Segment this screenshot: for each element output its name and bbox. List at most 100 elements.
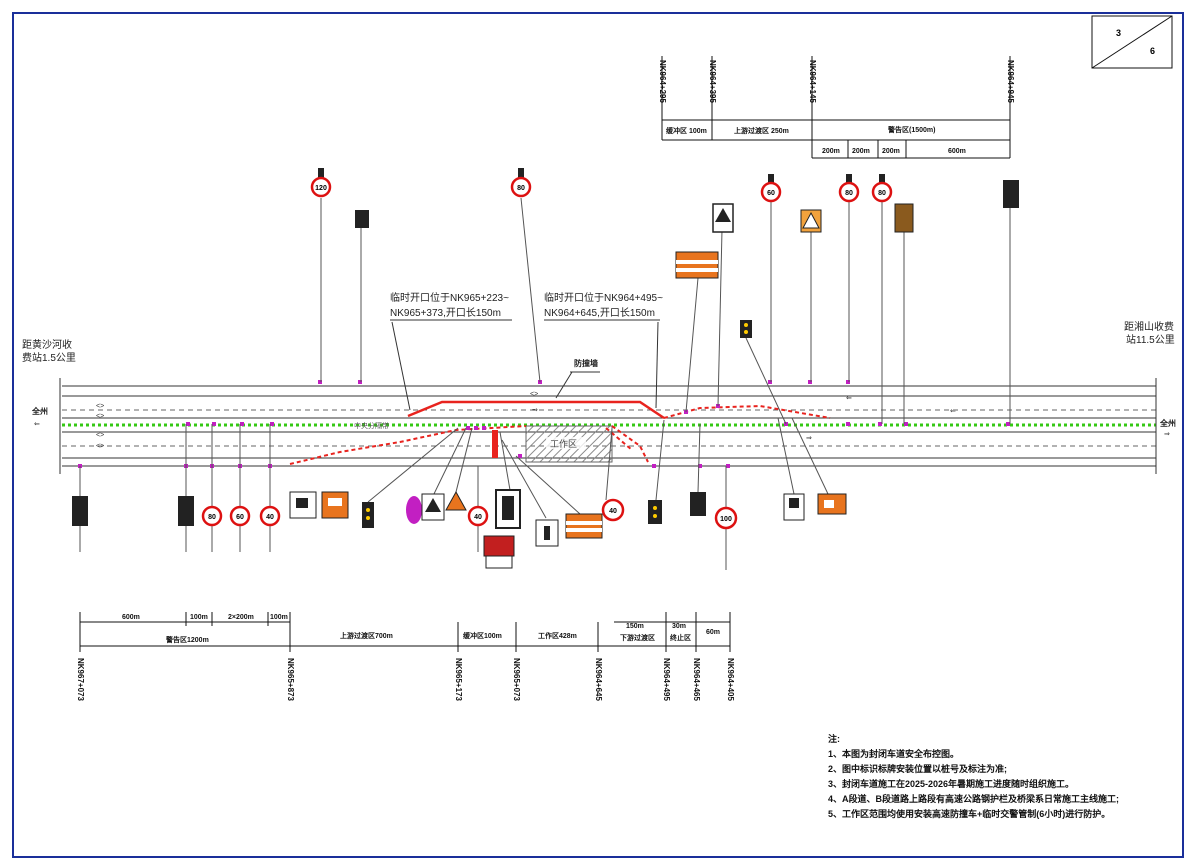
median-label: 中央分隔带 xyxy=(354,421,389,430)
speed-limit-sign: 40 xyxy=(259,505,281,527)
note-item: 1、本图为封闭车道安全布控图。 xyxy=(828,749,960,759)
speed-limit-sign: 100 xyxy=(714,506,738,530)
svg-text:⇒: ⇒ xyxy=(806,435,812,442)
svg-text:⇐: ⇐ xyxy=(846,395,852,402)
bottom-stake: NK965+173 xyxy=(454,658,463,701)
traffic-light-icon xyxy=(648,500,662,524)
drawing-frame xyxy=(12,12,1184,858)
lane-reduction-sign-icon xyxy=(894,203,914,233)
bottom-stakes: NK967+073 NK965+873 NK965+173 NK965+073 … xyxy=(76,658,735,701)
traffic-light-icon xyxy=(362,502,374,528)
top-stake: NK964+145 xyxy=(808,60,817,103)
svg-text:<>: <> xyxy=(96,432,104,439)
svg-text:⇐: ⇐ xyxy=(34,421,40,428)
top-sub-distance: 200m xyxy=(882,148,900,155)
traffic-sign-icon xyxy=(690,492,706,516)
left-toll-line-1: 距黄沙河收 xyxy=(22,338,72,351)
speed-limit-sign: 120 xyxy=(310,168,332,198)
top-stake: NK964+395 xyxy=(708,60,717,103)
svg-text:80: 80 xyxy=(878,190,886,197)
svg-text:⇐: ⇐ xyxy=(950,408,956,415)
traffic-sign-icon xyxy=(178,496,194,526)
sheet-number-box: 3 6 xyxy=(1091,15,1173,69)
speed-limit-sign: 80 xyxy=(838,174,860,203)
svg-text:80: 80 xyxy=(845,190,853,197)
speed-limit-sign: 40 xyxy=(601,498,625,522)
left-toll-line-2: 费站1.5公里 xyxy=(22,351,76,364)
cone-taper xyxy=(289,400,831,465)
top-zones: 缓冲区 100m 上游过渡区 250m 警告区(1500m) 200m 200m… xyxy=(665,125,966,155)
svg-text:80: 80 xyxy=(517,185,525,192)
svg-text:⇒: ⇒ xyxy=(532,407,538,414)
roadwork-sign-icon xyxy=(445,490,467,511)
bottom-distance: 100m xyxy=(270,614,288,621)
top-sub-distance: 600m xyxy=(948,148,966,155)
bottom-stake: NK964+465 xyxy=(692,658,701,701)
speed-limit-sign: 60 xyxy=(760,174,782,203)
speed-limit-sign: 60 xyxy=(229,505,251,527)
traffic-sign-icon xyxy=(1003,180,1019,208)
notes-title: 注: xyxy=(828,734,840,744)
bottom-zone: 上游过渡区700m xyxy=(340,631,393,640)
work-zone: 工作区 xyxy=(492,425,613,463)
bottom-distance: 100m xyxy=(190,614,208,621)
bottom-distance: 60m xyxy=(706,629,720,636)
note-item: 4、A段道、B段道路上路段有高速公路钢护栏及桥梁系日常施工主线施工; xyxy=(828,794,1120,804)
bottom-scale xyxy=(79,612,731,652)
top-scale xyxy=(661,56,1011,159)
bottom-stake: NK964+405 xyxy=(726,658,735,701)
svg-text:40: 40 xyxy=(609,508,617,515)
bottom-zones: 警告区1200m 上游过渡区700m 缓冲区100m 工作区428m 下游过渡区… xyxy=(166,631,691,644)
bottom-distance: 2×200m xyxy=(228,614,254,621)
top-sub-distance: 200m xyxy=(822,148,840,155)
arrow-board-icon xyxy=(483,535,515,557)
traffic-sign-icon xyxy=(355,210,369,228)
annotations: 临时开口位于NK965+223~ NK965+373,开口长150m 临时开口位… xyxy=(22,291,1176,430)
svg-text:⇒: ⇒ xyxy=(1164,431,1170,438)
barrier-icon xyxy=(675,251,719,279)
right-toll-line-1: 距湘山收费 xyxy=(1124,320,1174,333)
svg-text:60: 60 xyxy=(767,190,775,197)
bottom-stake: NK964+495 xyxy=(662,658,671,701)
bottom-zone: 缓冲区100m xyxy=(462,631,502,640)
svg-text:<>: <> xyxy=(530,391,538,398)
svg-text:<>: <> xyxy=(96,443,104,450)
top-stake: NK964+945 xyxy=(1006,60,1015,103)
top-zone: 缓冲区 100m xyxy=(665,126,707,135)
top-stakes: NK964+295 NK964+395 NK964+145 NK964+945 xyxy=(658,60,1015,103)
bottom-zone: 工作区428m xyxy=(538,631,577,640)
work-zone-label: 工作区 xyxy=(550,438,577,449)
bottom-zone: 下游过渡区 xyxy=(620,633,655,642)
barrier-label: 防撞墙 xyxy=(574,358,598,368)
sign-poles-bottom xyxy=(79,417,829,570)
opening-2-line-1: 临时开口位于NK964+495~ xyxy=(544,291,663,304)
bottom-distance: 600m xyxy=(122,614,140,621)
opening-1-line-1: 临时开口位于NK965+223~ xyxy=(390,291,509,304)
barrier-icon xyxy=(565,513,603,539)
opening-1-line-2: NK965+373,开口长150m xyxy=(390,307,501,319)
bottom-distances: 600m 100m 2×200m 100m 150m 30m 60m xyxy=(122,614,720,636)
bottom-zone: 终止区 xyxy=(670,633,691,642)
svg-text:60: 60 xyxy=(236,514,244,521)
svg-text:120: 120 xyxy=(315,185,327,192)
note-item: 3、封闭车道施工在2025-2026年暑期施工进度随时组织施工。 xyxy=(828,779,1075,789)
note-item: 2、图中标识标牌安装位置以桩号及标注为准; xyxy=(828,764,1008,774)
barrel-icon xyxy=(406,496,422,524)
left-direction: 全州 xyxy=(31,406,48,416)
top-zone: 上游过渡区 250m xyxy=(734,126,789,135)
top-zone: 警告区(1500m) xyxy=(888,125,935,134)
speed-limit-sign: 80 xyxy=(510,168,532,198)
svg-text:<>: <> xyxy=(96,403,104,410)
speed-limit-sign: 80 xyxy=(201,505,223,527)
bottom-stake: NK964+645 xyxy=(594,658,603,701)
speed-signs: 120 80 60 80 80 80 60 xyxy=(201,168,893,530)
right-toll-line-2: 站11.5公里 xyxy=(1126,333,1175,346)
top-stake: NK964+295 xyxy=(658,60,667,103)
bottom-stake: NK965+873 xyxy=(286,658,295,701)
top-sub-distance: 200m xyxy=(852,148,870,155)
bottom-zone: 警告区1200m xyxy=(166,635,209,644)
bottom-distance: 150m xyxy=(626,623,644,630)
bottom-stake: NK965+073 xyxy=(512,658,521,701)
notes: 注: 1、本图为封闭车道安全布控图。 2、图中标识标牌安装位置以桩号及标注为准;… xyxy=(828,732,1168,822)
note-item: 5、工作区范围均使用安装高速防撞车+临时交警管制(6小时)进行防护。 xyxy=(828,809,1111,819)
